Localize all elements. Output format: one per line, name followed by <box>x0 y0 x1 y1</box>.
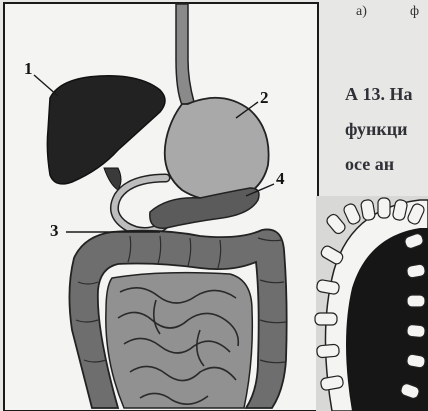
bg-header-fragment-2: ф <box>410 4 419 19</box>
small-intestine <box>106 273 253 408</box>
label-3: 3 <box>50 221 59 240</box>
bg-text-line-2: функци <box>345 119 408 139</box>
bg-text-line-3: осе ан <box>345 154 394 174</box>
label-4: 4 <box>276 169 285 188</box>
label-2: 2 <box>260 88 269 107</box>
bg-text-line-1: А 13. На <box>345 84 413 104</box>
villus-diagram <box>315 196 428 411</box>
bg-header-fragment: а) <box>356 4 367 19</box>
label-1: 1 <box>24 59 33 78</box>
stomach <box>165 98 269 200</box>
digestive-system-diagram: 1 2 3 4 <box>4 3 318 411</box>
